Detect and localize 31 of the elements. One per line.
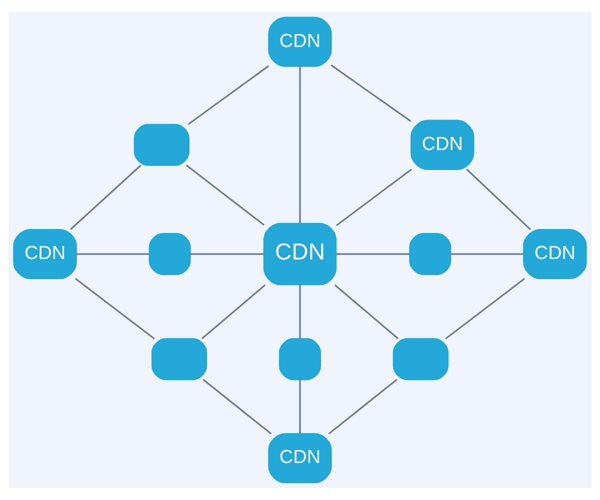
connector [328,378,398,434]
connector [336,168,412,226]
node-box [148,233,191,276]
connector [188,65,270,125]
connector [70,164,142,230]
node-box: CDN [268,16,332,67]
connector [445,278,525,340]
connector [190,253,264,255]
connector [202,378,272,434]
node-box [409,233,452,276]
node-box: CDN [13,228,77,280]
node-box: CDN [523,228,587,280]
node-box [152,338,208,380]
connector [186,164,265,226]
connector [299,285,301,339]
connector [336,253,410,255]
connector [299,380,301,434]
node-box [134,124,190,166]
connector [466,168,532,230]
node-box [278,338,322,380]
connector [201,284,266,340]
node-box [392,338,448,380]
node-box: CDN [263,222,337,286]
connector [334,284,399,340]
connector [76,253,150,255]
node-box: CDN [410,120,474,170]
node-box: CDN [268,433,332,484]
connector [299,66,301,224]
connector [450,253,524,255]
connector [75,278,155,340]
connector [330,64,412,122]
